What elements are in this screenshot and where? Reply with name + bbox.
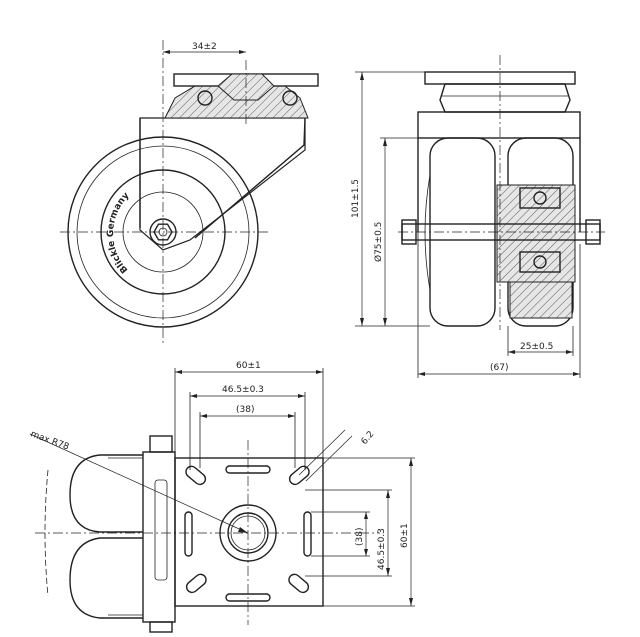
- dim-hole-size: 6.2: [360, 430, 377, 447]
- dim-overall-width: (67): [490, 363, 508, 373]
- plate-fork-body: [142, 451, 176, 623]
- top-plate: [174, 457, 324, 607]
- dim-wheel-diameter: Ø75±0.5: [373, 222, 384, 262]
- side-view: Blickle Germany 34±2: [60, 40, 319, 345]
- front-fork: [417, 111, 581, 139]
- plate-wheel-lower: [69, 537, 143, 619]
- plate-axle-nut-bottom: [149, 621, 173, 633]
- dim-hole-spacing-vertical: 46.5±0.3: [377, 528, 387, 570]
- plate-axle-nut-top: [149, 435, 173, 453]
- side-fork: [139, 117, 306, 251]
- dim-plate-width: 60±1: [236, 361, 261, 371]
- mounting-hole: [185, 465, 207, 486]
- mounting-hole: [185, 573, 207, 594]
- dim-plate-height: 60±1: [400, 523, 410, 548]
- dim-slot-spacing: (38): [236, 405, 254, 415]
- dim-height: 101±1.5: [351, 179, 361, 218]
- brand-text: Blickle Germany: [106, 191, 132, 275]
- dim-hole-spacing: 46.5±0.3: [222, 385, 264, 395]
- dim-wheel-width: 25±0.5: [520, 342, 553, 352]
- side-bearing-left: [197, 90, 213, 106]
- dim-slot-spacing-vertical: (38): [355, 528, 365, 546]
- plate-wheel-upper: [69, 454, 143, 533]
- side-bearing-right: [282, 90, 298, 106]
- mounting-hole: [288, 573, 310, 594]
- front-swivel-race: [439, 83, 571, 113]
- plate-view: max R78 60±1 46.5±0.3 (38) 6.2 60±1: [29, 361, 415, 633]
- mounting-hole: [288, 465, 310, 486]
- dim-swivel-radius: max R78: [29, 429, 70, 452]
- front-view: 101±1.5 Ø75±0.5 25±0.5 (67): [351, 55, 605, 378]
- dim-top-width: 34±2: [192, 42, 217, 52]
